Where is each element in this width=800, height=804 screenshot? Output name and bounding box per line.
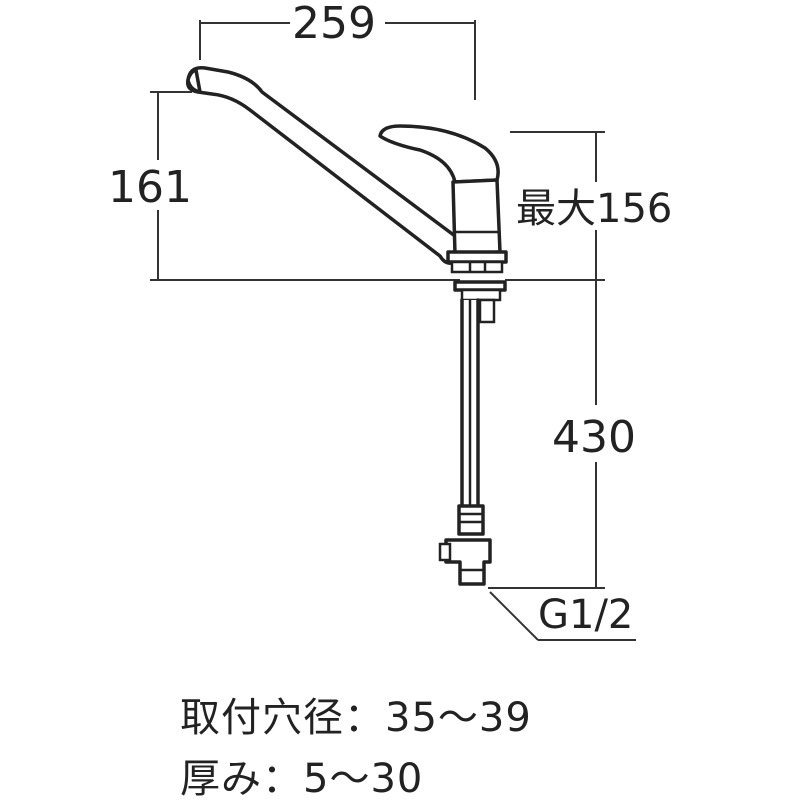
hose-length-dimension-label: 430 [552, 412, 636, 463]
spout-height-dimension-label: 161 [108, 162, 192, 213]
mounting-hole-value: 35～39 [385, 695, 532, 741]
max-height-dimension-label: 最大156 [516, 186, 672, 232]
faucet-cylinder [451, 178, 502, 256]
spec-separator: ： [262, 756, 303, 802]
elbow-fitting [444, 538, 492, 586]
faucet-body [185, 66, 508, 586]
dimension-lines [150, 20, 636, 641]
mounting-hole-label: 取付穴径 [180, 695, 344, 741]
thickness-spec: 厚み：5～30 [180, 746, 423, 804]
connection-thread-label: G1/2 [538, 592, 633, 638]
thickness-value: 5～30 [303, 756, 424, 802]
mounting-hole-spec: 取付穴径：35～39 [180, 685, 532, 743]
hose-coupling [457, 504, 485, 536]
width-dimension-label: 259 [292, 0, 376, 49]
thickness-label: 厚み [180, 756, 262, 802]
base-ring [446, 250, 508, 264]
spec-separator: ： [344, 695, 385, 741]
lever-handle [378, 124, 500, 184]
spout [185, 66, 460, 265]
